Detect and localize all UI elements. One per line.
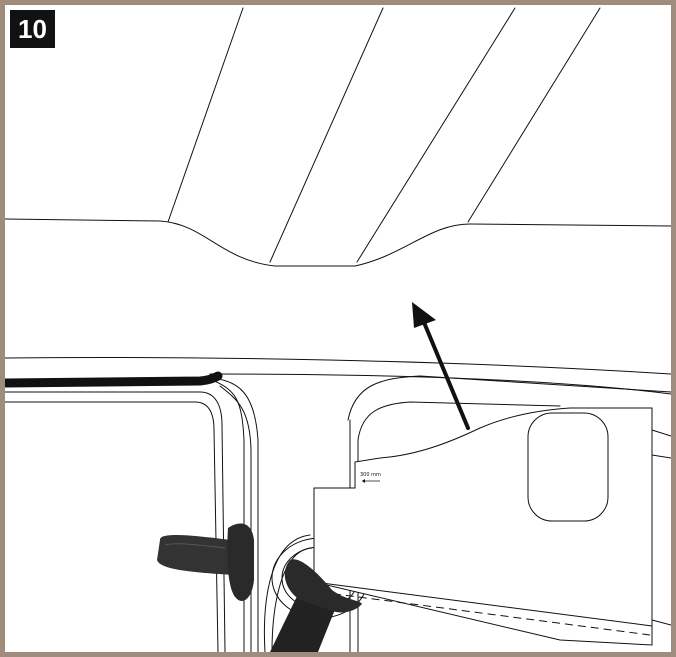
roof-rail-upper <box>5 357 671 375</box>
front-door-opening <box>5 391 226 652</box>
rear-opening-outer <box>347 375 671 421</box>
belt-recess-outer <box>263 534 311 652</box>
measurement-arrow-icon <box>362 479 380 483</box>
pillar-mid <box>219 385 252 652</box>
rear-window-edge-2 <box>651 454 671 459</box>
grab-handle <box>157 523 254 601</box>
headliner-seam-2 <box>269 7 384 263</box>
headliner-seam-4 <box>467 7 601 223</box>
measurement-label: 300 mm <box>360 472 381 478</box>
arrow-up-icon <box>412 302 470 430</box>
template-dashed-line <box>319 591 651 636</box>
installation-illustration: 300 mm <box>5 7 671 652</box>
headliner-seam-1 <box>167 7 244 223</box>
door-seal <box>5 371 223 388</box>
template-sheet: 300 mm <box>313 407 653 646</box>
headliner-edge <box>5 218 671 267</box>
template-fold-line <box>313 581 653 627</box>
step-number: 10 <box>10 10 55 48</box>
rear-window-edge-3 <box>651 619 671 626</box>
rear-opening-inner <box>357 401 561 441</box>
front-door-inner <box>5 401 219 652</box>
seat-belt-guide <box>284 559 362 613</box>
template-window-cutout <box>527 412 609 522</box>
rear-window-edge <box>651 429 671 437</box>
headliner-seam-3 <box>356 7 516 263</box>
